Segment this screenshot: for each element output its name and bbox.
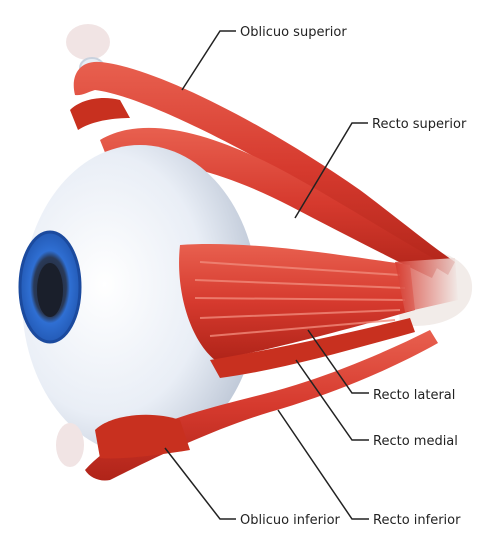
trochlea [66,24,110,60]
muscle-recto-inferior [95,415,190,459]
muscle-recto-lateral [179,244,415,360]
leader-oblicuo-inferior [165,448,236,519]
inferior-soft-tissue [56,423,84,467]
label-recto-superior: Recto superior [372,118,466,131]
pupil [37,263,63,317]
label-oblicuo-superior: Oblicuo superior [240,26,347,39]
leader-recto-inferior [278,410,369,519]
leader-oblicuo-superior [182,31,236,90]
label-recto-lateral: Recto lateral [373,389,455,402]
muscle-oblicuo-superior-back [70,98,130,130]
label-oblicuo-inferior: Oblicuo inferior [240,514,340,527]
label-recto-medial: Recto medial [373,435,458,448]
label-recto-inferior: Recto inferior [373,514,460,527]
